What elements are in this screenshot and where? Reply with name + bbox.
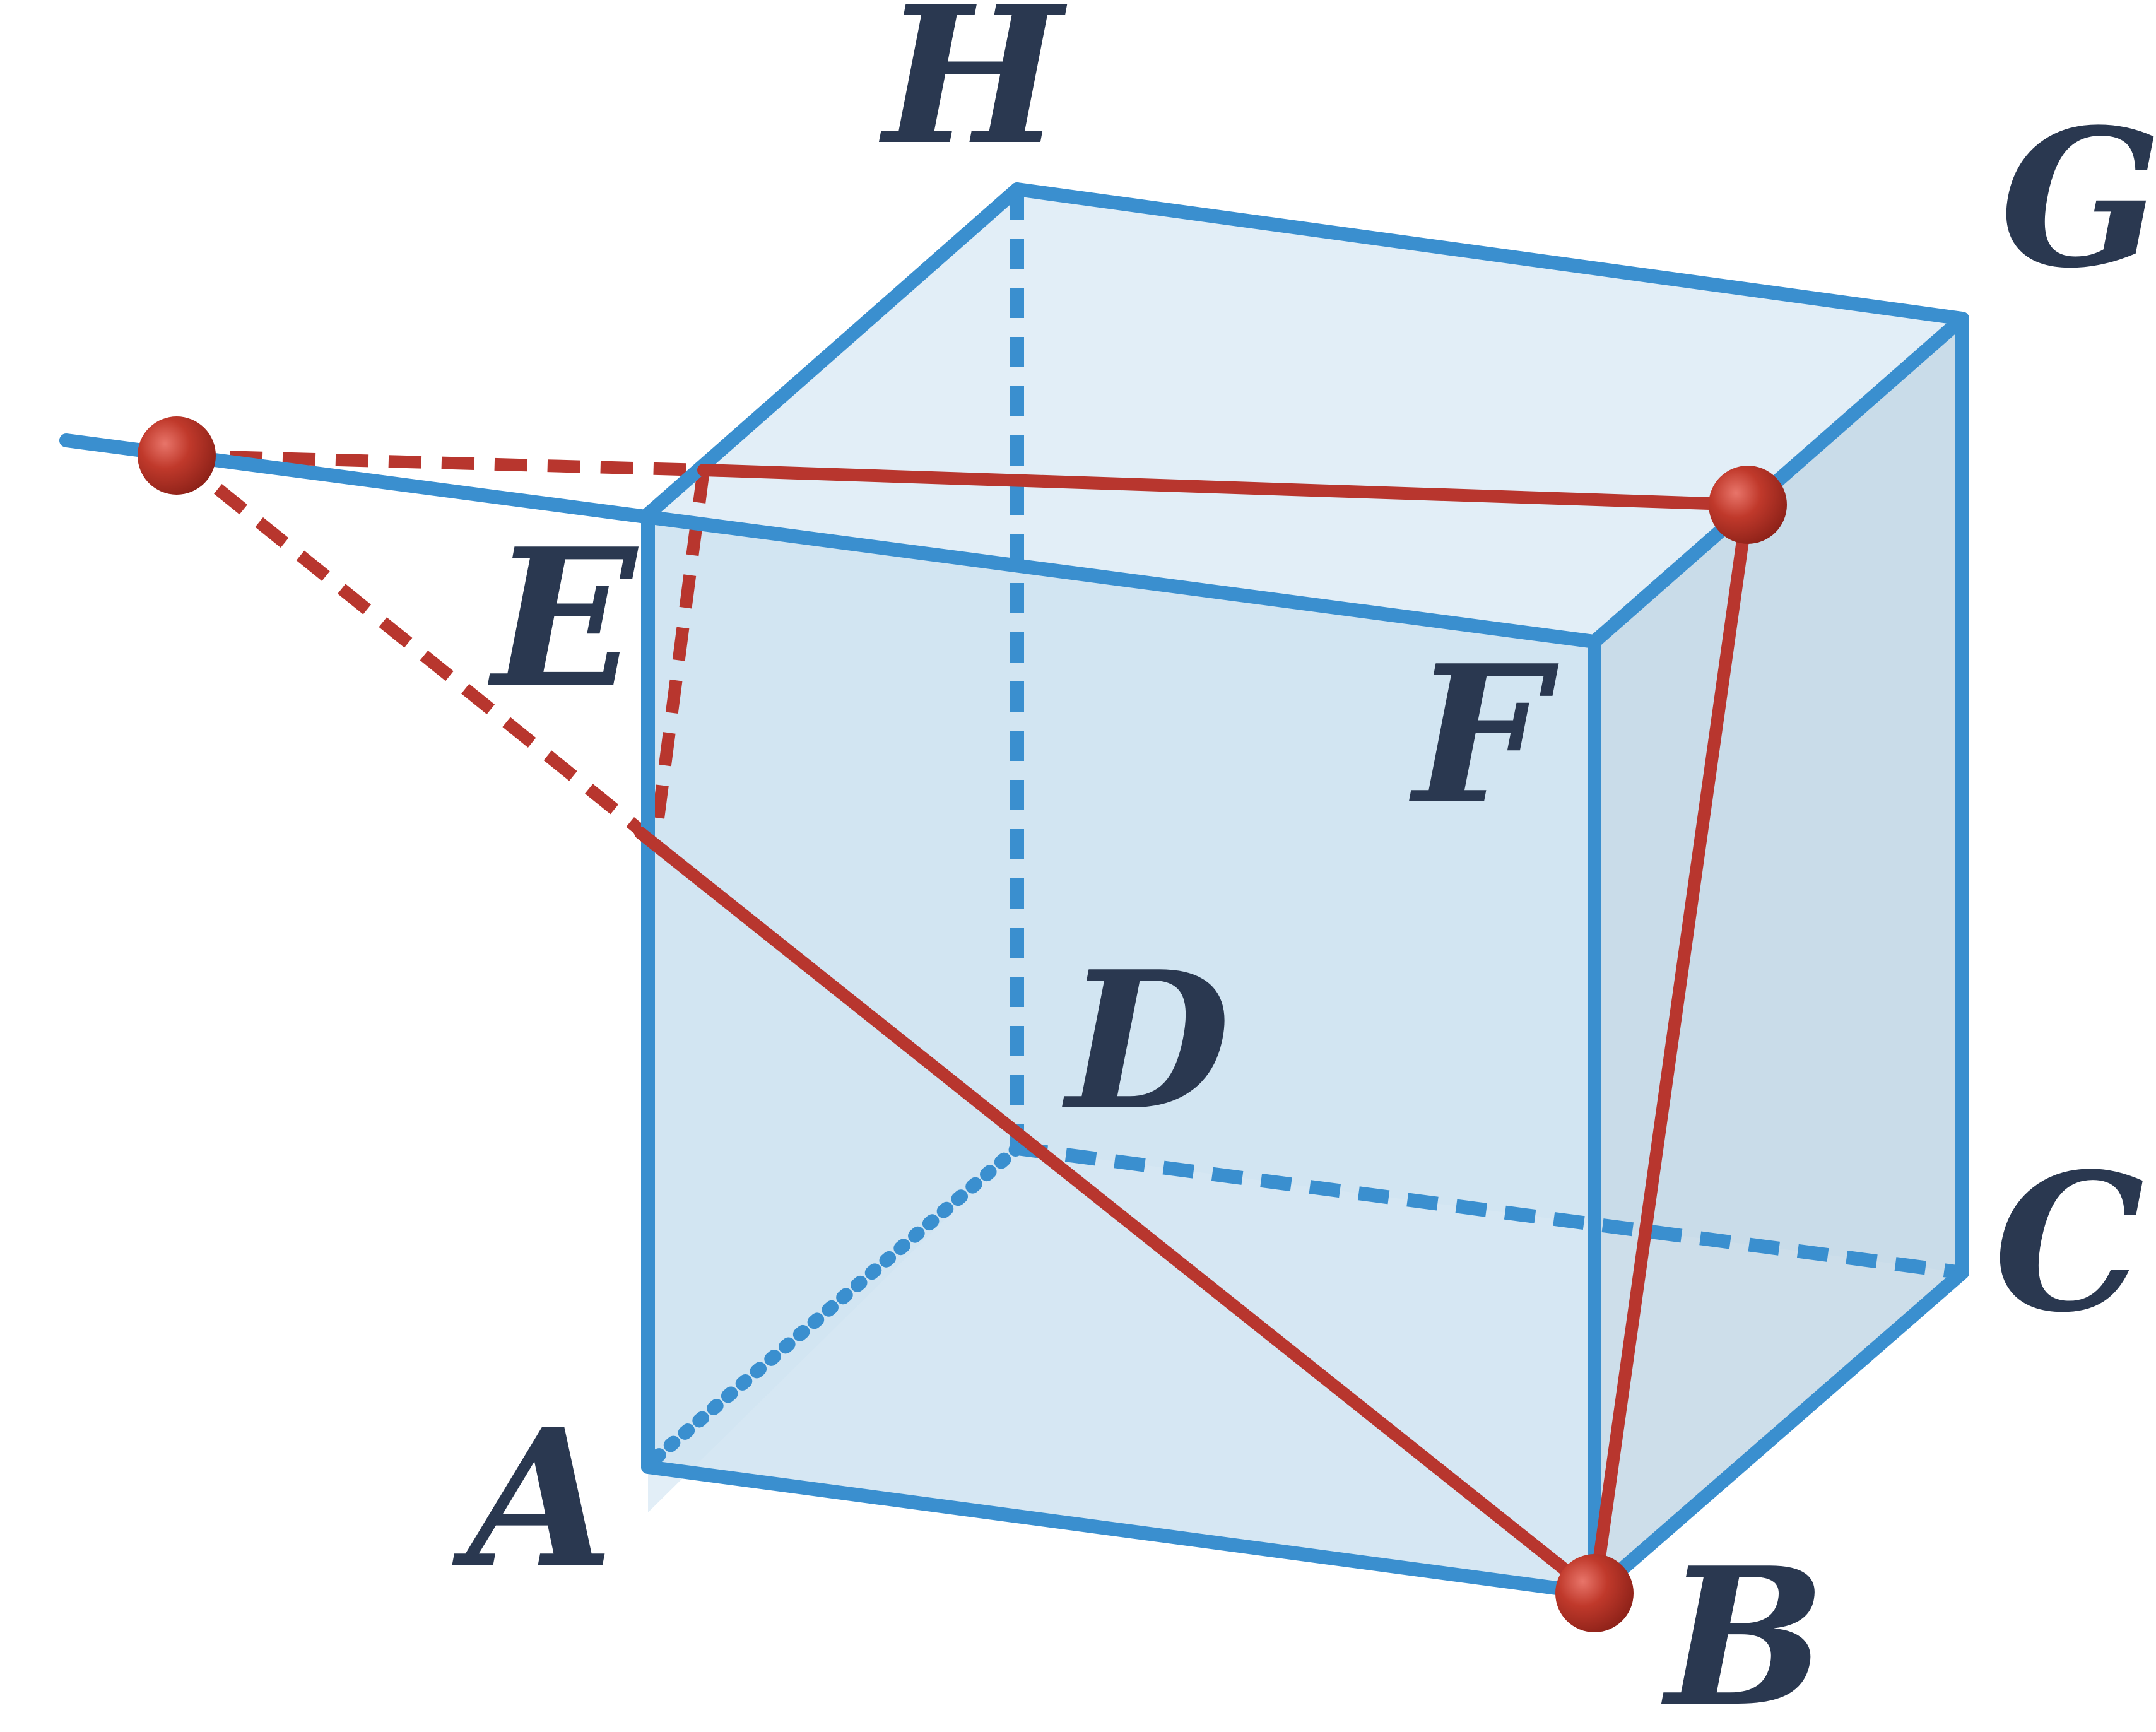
point-vertex-b — [1555, 1554, 1634, 1632]
label-h: H — [878, 0, 1070, 187]
label-e: E — [486, 507, 640, 729]
label-f: F — [1408, 623, 1562, 846]
cut-top-face — [697, 464, 1754, 511]
edge-ad-hidden — [649, 1141, 1024, 1464]
cut-front-face — [634, 827, 1601, 1599]
edge-fg — [1588, 312, 1969, 649]
edge-dc-hidden — [1016, 1141, 1964, 1280]
cut-extension-lower-hidden — [172, 451, 648, 838]
edge-ef-extended — [59, 433, 1601, 649]
face-right — [1594, 319, 1962, 1593]
edge-gh — [1010, 182, 1969, 326]
cut-extension-upper-hidden — [176, 449, 704, 476]
face-front — [648, 514, 1594, 1593]
cube-faces — [648, 189, 1962, 1593]
edge-he — [641, 182, 1024, 521]
cut-right-face — [1588, 498, 1754, 1599]
label-g: G — [2000, 87, 2156, 310]
label-b: B — [1660, 1526, 1826, 1729]
edge-bc — [1588, 1266, 1969, 1600]
edge-ab — [641, 1460, 1601, 1600]
label-d: D — [1061, 929, 1232, 1152]
cut-inner-hidden — [650, 469, 710, 834]
point-intersection-left — [138, 416, 216, 495]
label-a: A — [452, 1387, 614, 1610]
point-on-edge-fg — [1709, 466, 1787, 544]
label-c: C — [1994, 1131, 2145, 1354]
